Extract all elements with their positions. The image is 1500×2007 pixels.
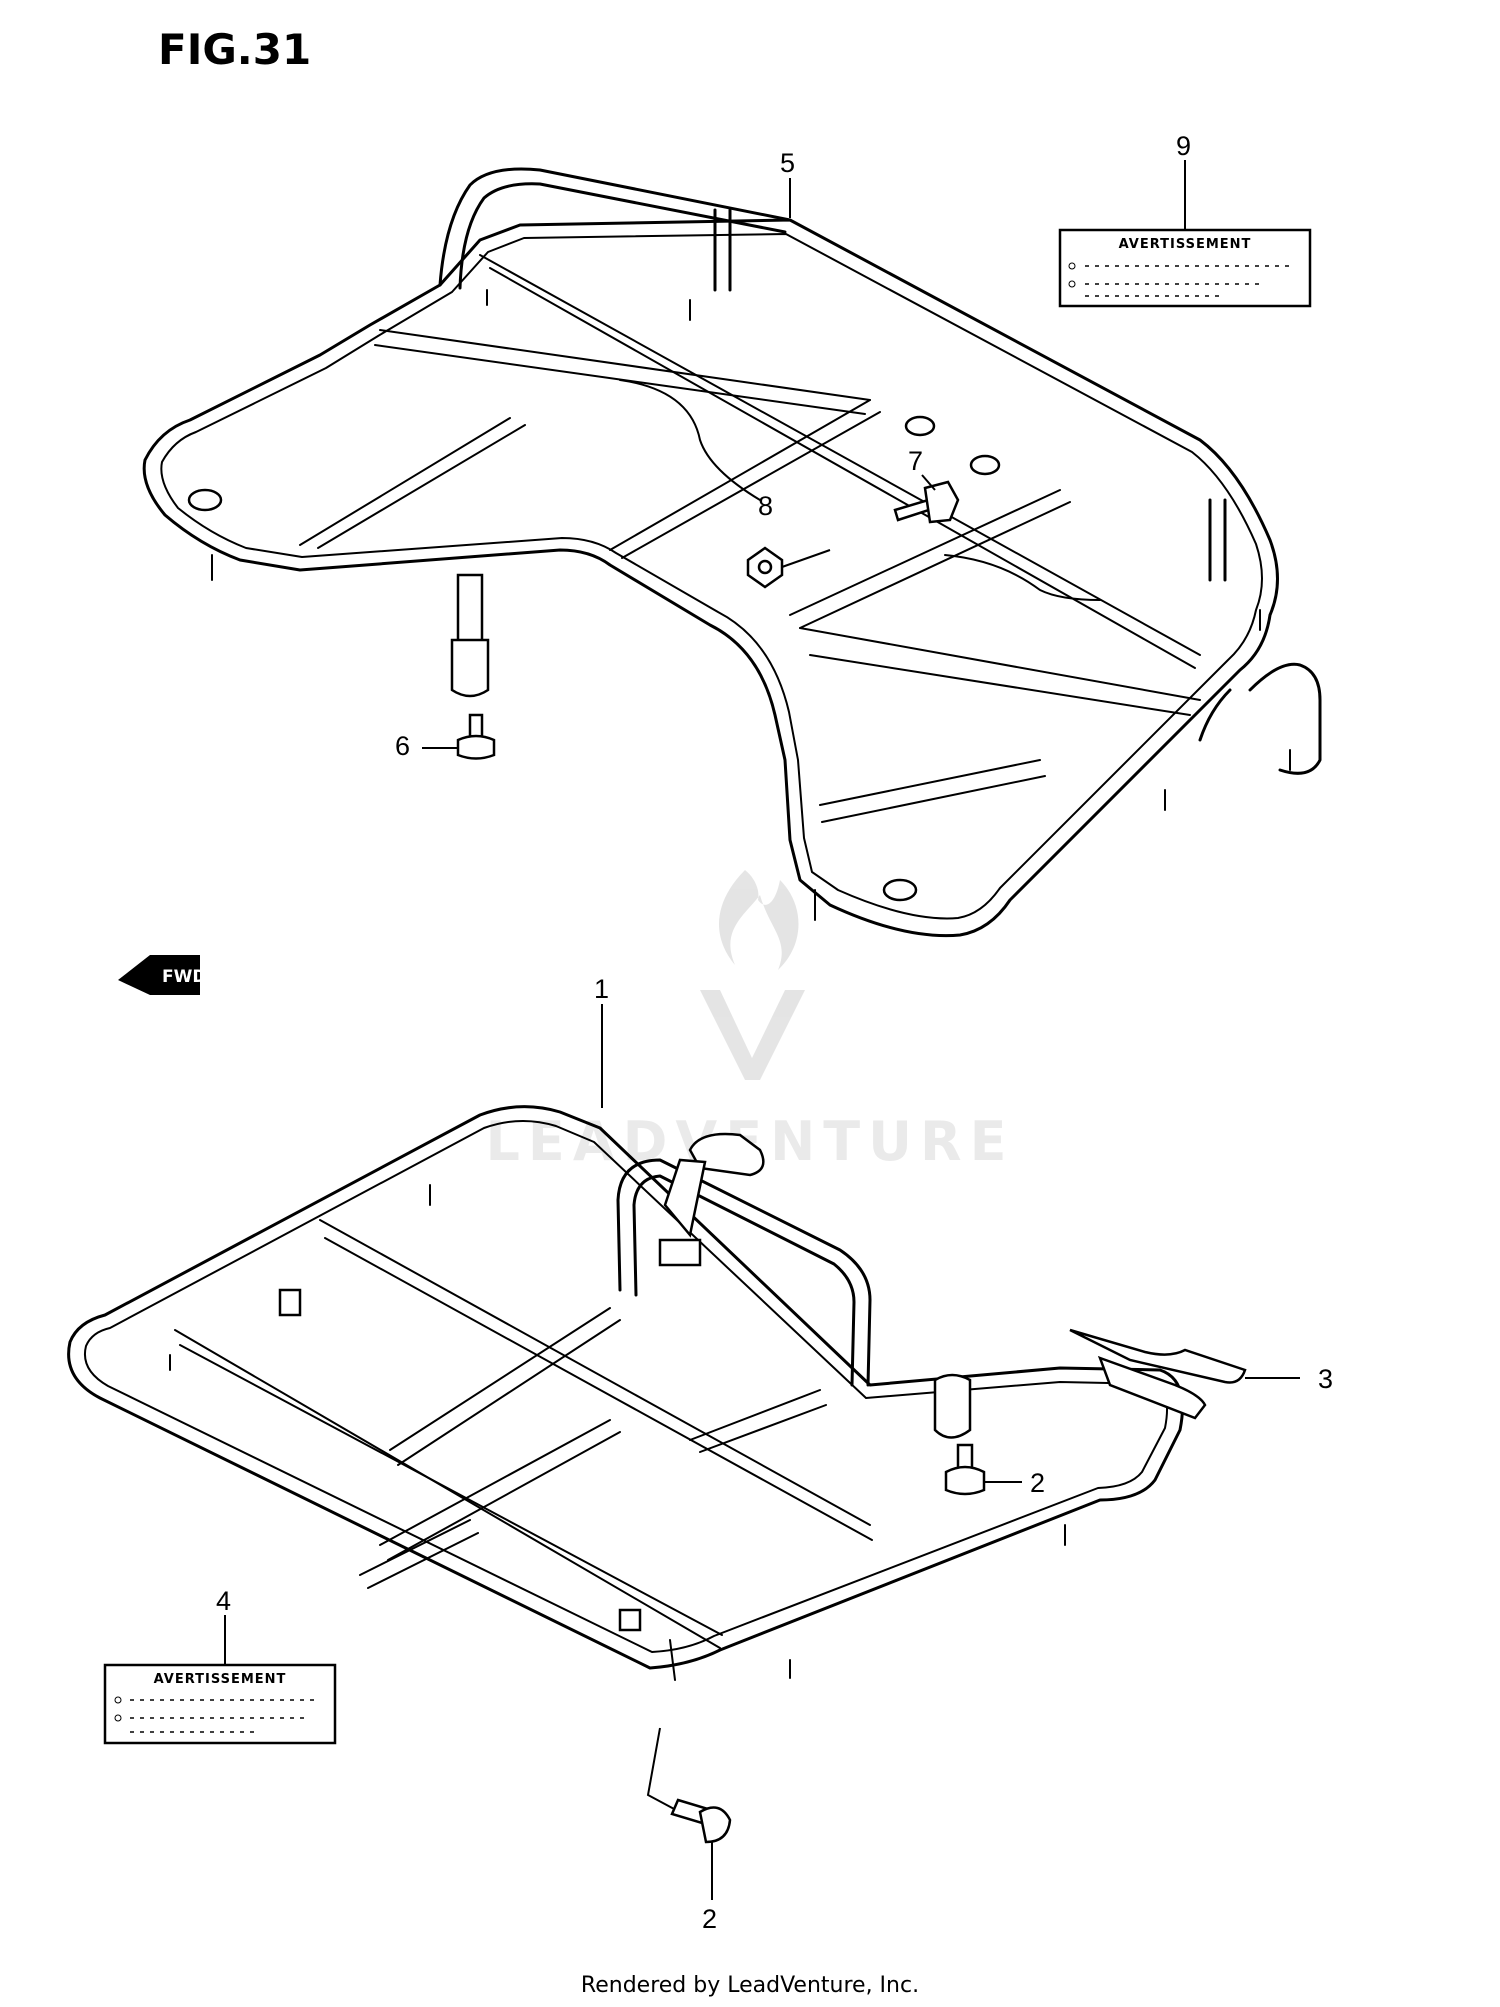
part-bolt-7 xyxy=(893,480,960,524)
figure-title: FIG.31 xyxy=(158,25,311,74)
part-bracket-3 xyxy=(1069,1328,1300,1420)
warning-label-bottom: AVERTISSEMENT xyxy=(103,1615,337,1745)
callout-2-lower: 2 xyxy=(702,1904,717,1934)
callout-9: 9 xyxy=(1176,131,1191,161)
callout-2-upper: 2 xyxy=(1030,1468,1045,1498)
callout-6: 6 xyxy=(395,731,410,761)
warning-label-top: AVERTISSEMENT xyxy=(1058,160,1312,308)
footer-credit: Rendered by LeadVenture, Inc. xyxy=(581,1973,919,1998)
callout-3: 3 xyxy=(1318,1364,1333,1394)
leader-7 xyxy=(921,474,936,491)
warning-label-top-heading: AVERTISSEMENT xyxy=(1119,237,1252,252)
part-screw-6 xyxy=(422,713,496,760)
part-bolt-2-lower xyxy=(646,1727,732,1900)
watermark-logo xyxy=(700,870,805,1080)
fwd-direction-badge: FWD xyxy=(118,955,206,995)
warning-label-bottom-heading: AVERTISSEMENT xyxy=(154,1672,287,1687)
part-bolt-2-upper xyxy=(944,1443,1022,1496)
callout-5: 5 xyxy=(780,148,795,178)
front-carrier-frame xyxy=(67,1105,1184,1681)
callout-7: 7 xyxy=(908,446,923,476)
part-nut-8 xyxy=(746,546,831,589)
callout-8: 8 xyxy=(758,491,773,521)
callout-4: 4 xyxy=(216,1586,231,1616)
callout-1: 1 xyxy=(594,974,609,1004)
rear-carrier-frame xyxy=(142,167,1322,938)
fwd-badge-text: FWD xyxy=(162,967,206,987)
